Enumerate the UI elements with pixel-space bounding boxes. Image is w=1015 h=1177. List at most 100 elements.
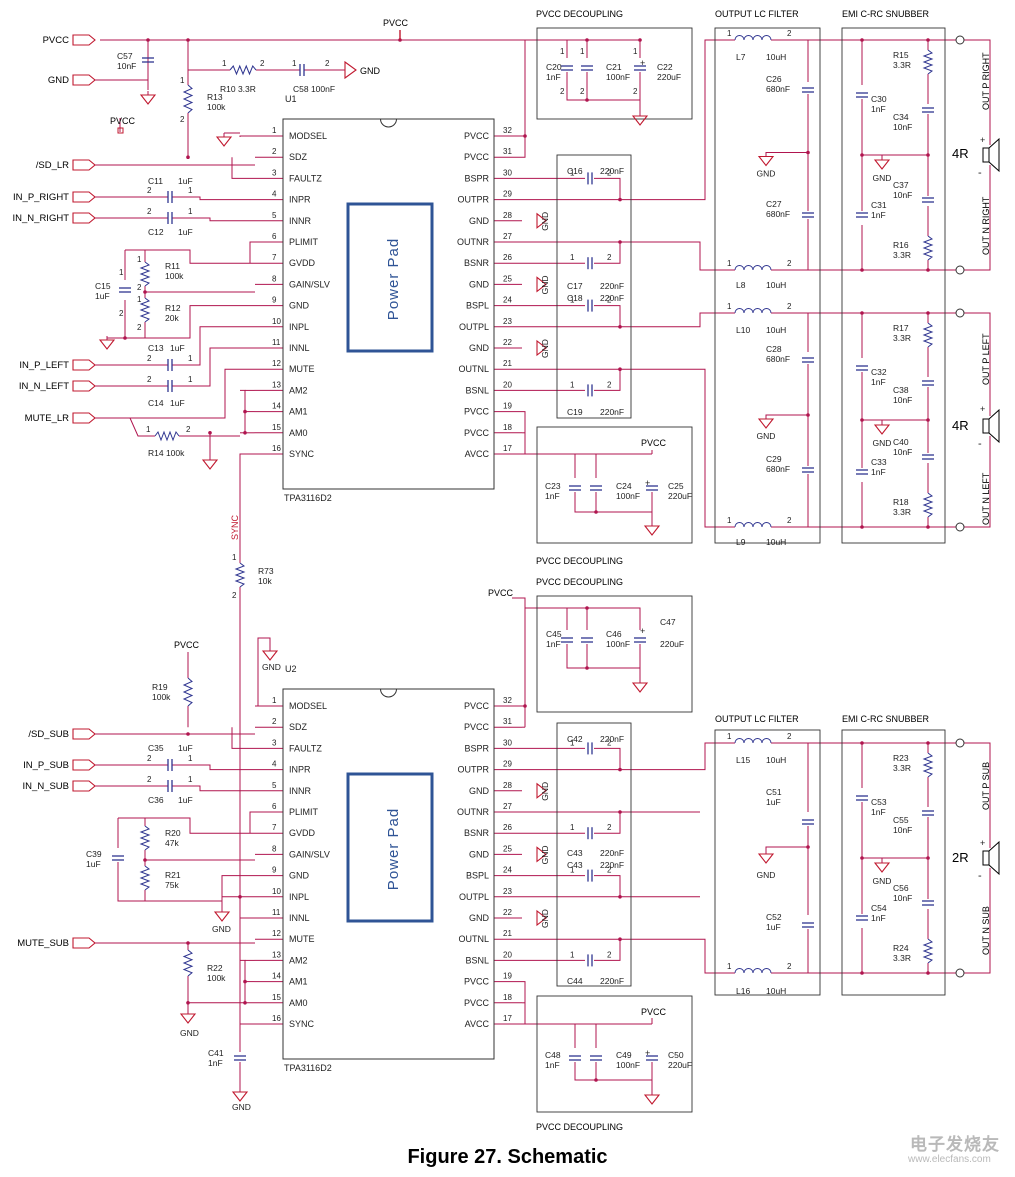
pin-number: 2 — [633, 87, 638, 96]
pin-name: BSNR — [464, 828, 490, 838]
wire — [964, 39, 991, 145]
component-ref: R10 3.3R — [220, 84, 256, 94]
wire — [231, 157, 255, 179]
pin-name: SYNC — [289, 449, 315, 459]
component-value: 220nF — [600, 166, 624, 176]
pin-number: 1 — [146, 425, 151, 434]
resistor — [922, 752, 934, 778]
junction-dot — [860, 418, 864, 422]
wire — [172, 326, 255, 366]
component-value: 10uH — [766, 986, 786, 996]
component-value: 220nF — [600, 407, 624, 417]
inductor — [734, 968, 772, 974]
component-ref: C17 — [567, 281, 583, 291]
pin-number: 20 — [503, 380, 512, 389]
pin-number: 14 — [272, 402, 281, 411]
net-label: GND — [232, 1102, 251, 1112]
net-label: GND — [540, 909, 550, 928]
component-value: 220nF — [600, 860, 624, 870]
pin-number: 2 — [147, 207, 152, 216]
component-value: 1uF — [766, 922, 781, 932]
pin-name: OUTNL — [458, 934, 489, 944]
section-label: EMI C-RC SNUBBER — [842, 9, 930, 19]
output-terminal — [955, 265, 965, 275]
pin-number: 1 — [222, 59, 227, 68]
section-label: EMI C-RC SNUBBER — [842, 714, 930, 724]
polarity-mark: + — [640, 58, 645, 68]
speaker-impedance: 4R — [952, 418, 969, 433]
pin-name: AM0 — [289, 998, 308, 1008]
figure-caption: Figure 27. Schematic — [407, 1146, 608, 1168]
junction-dot — [123, 336, 127, 340]
pin-number: 2 — [607, 168, 612, 177]
pin-name: PVCC — [464, 722, 490, 732]
port-label: /SD_LR — [36, 160, 69, 171]
pin-number: 32 — [503, 126, 512, 135]
component-ref: C22 — [657, 62, 673, 72]
pin-number: 1 — [119, 268, 124, 277]
output-label: OUT P LEFT — [981, 333, 991, 385]
component-value: 3.3R — [893, 60, 911, 70]
component-value: 220nF — [600, 281, 624, 291]
section-label: PVCC DECOUPLING — [536, 1122, 623, 1132]
wire — [95, 368, 255, 419]
pin-name: AM0 — [289, 428, 308, 438]
section-label: PVCC DECOUPLING — [536, 577, 623, 587]
wire — [231, 727, 255, 749]
wire — [620, 312, 712, 328]
pin-name: AVCC — [465, 1019, 490, 1029]
port-label: IN_P_RIGHT — [13, 192, 69, 203]
port-flag — [72, 74, 96, 86]
pin-name: GND — [469, 216, 490, 226]
speaker-icon — [982, 147, 990, 163]
junction-dot — [243, 409, 247, 414]
component-value: 1uF — [178, 227, 193, 237]
pin-number: 1 — [570, 296, 575, 305]
junction-dot — [860, 741, 864, 745]
wire — [255, 637, 271, 707]
ground-symbol — [536, 276, 547, 293]
pin-number: 27 — [503, 802, 512, 811]
pin-name: MUTE — [289, 364, 315, 374]
component-ref: C39 — [86, 849, 102, 859]
pin-number: 18 — [503, 993, 512, 1002]
pin-number: 1 — [727, 962, 732, 971]
junction-dot — [926, 971, 930, 975]
pin-name: AM2 — [289, 955, 308, 965]
junction-dot — [638, 38, 642, 42]
labels: Power PadU1TPA3116D21MODSEL2SDZ3FAULTZ4I… — [13, 9, 991, 1132]
wire — [964, 868, 991, 974]
component-ref: C16 — [567, 166, 583, 176]
output-terminal — [955, 968, 965, 978]
ic-notch — [380, 688, 397, 698]
component-value: 1nF — [871, 807, 886, 817]
component-value: 220nF — [600, 976, 624, 986]
component-ref: R14 100k — [148, 448, 185, 458]
resistor — [154, 430, 180, 442]
resistor — [229, 64, 257, 76]
component-ref: C56 — [893, 883, 909, 893]
pin-number: 2 — [119, 309, 124, 318]
pin-number: 6 — [272, 232, 277, 241]
speaker-cone — [988, 137, 1000, 173]
pin-name: GND — [289, 301, 310, 311]
pin-number: 1 — [188, 354, 193, 363]
component-value: 10nF — [893, 395, 912, 405]
polarity-mark: + — [980, 404, 985, 414]
pin-name: PVCC — [464, 131, 490, 141]
component-ref: C11 — [148, 176, 163, 186]
polarity-mark: + — [640, 626, 645, 636]
component-ref: C41 — [208, 1048, 224, 1058]
pin-name: INPR — [289, 195, 311, 205]
port-flag — [72, 212, 96, 224]
ground-symbol — [631, 115, 649, 126]
pin-number: 1 — [570, 253, 575, 262]
component-ref: R18 — [893, 497, 909, 507]
net-label: GND — [757, 870, 776, 880]
pin-number: 1 — [580, 47, 585, 56]
pin-number: 2 — [180, 115, 185, 124]
component-ref: R21 — [165, 870, 181, 880]
port-label: MUTE_SUB — [17, 938, 69, 949]
component-value: 3.3R — [893, 333, 911, 343]
pin-name: GND — [469, 279, 490, 289]
